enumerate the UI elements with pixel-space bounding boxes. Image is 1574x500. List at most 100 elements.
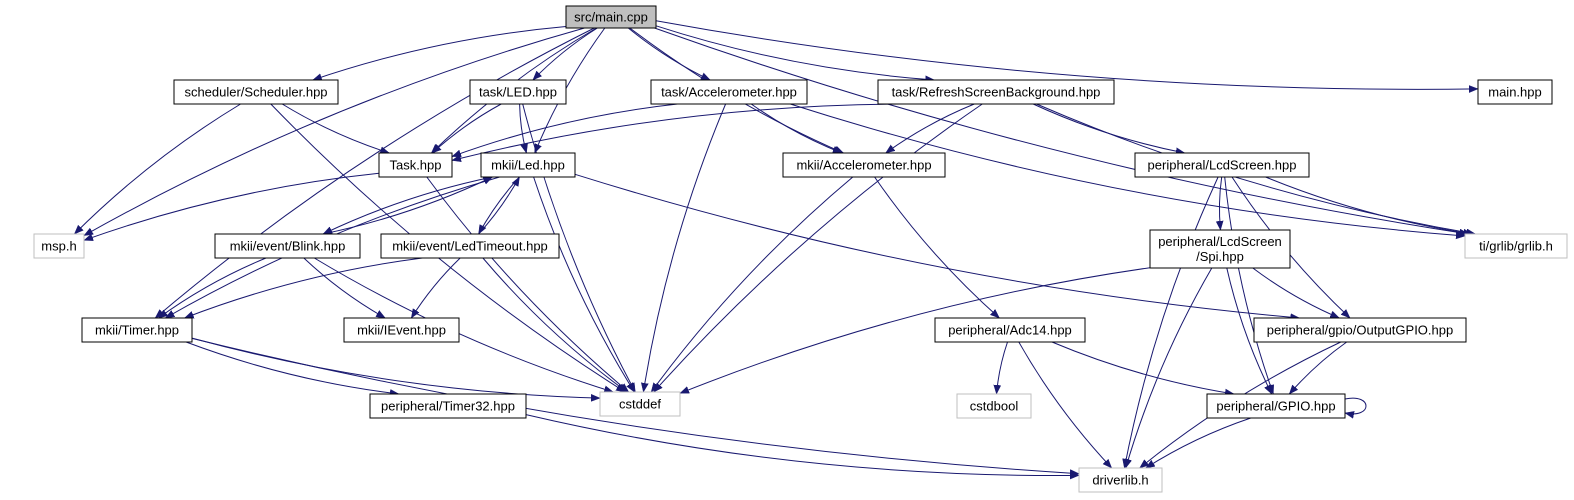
node-box	[1149, 229, 1291, 269]
node-label: peripheral/GPIO.hpp	[1216, 399, 1335, 414]
edge-scheduler-to-cstddef	[270, 103, 625, 393]
edge-main_cpp-to-msp	[84, 27, 585, 237]
node-label: msp.h	[41, 239, 76, 254]
node-box	[650, 79, 808, 105]
node-label: peripheral/LcdScreen	[1158, 234, 1282, 249]
node-label: mkii/Accelerometer.hpp	[796, 158, 931, 173]
edge-task_refresh-to-task_hpp	[452, 103, 901, 160]
node-msp: msp.h	[33, 233, 85, 259]
node-box	[1253, 317, 1467, 343]
node-box	[380, 233, 560, 259]
edge-adc14-to-cstdbool	[997, 341, 1008, 394]
edge-task_led-to-mkii_led	[519, 103, 527, 153]
node-label: src/main.cpp	[574, 10, 648, 25]
edge-scheduler-to-task_hpp	[281, 103, 389, 153]
node-label: mkii/event/Blink.hpp	[230, 239, 346, 254]
node-grlib: ti/grlib/grlib.h	[1464, 233, 1568, 259]
edge-mkii_led-to-ledtimeout	[478, 176, 520, 234]
edge-main_cpp-to-task_accel	[627, 27, 710, 81]
node-mkii_accel[interactable]: mkii/Accelerometer.hpp	[782, 152, 946, 178]
node-gpio[interactable]: peripheral/GPIO.hpp	[1206, 393, 1346, 419]
edge-lcdscreen-to-driverlib	[1124, 176, 1219, 468]
node-label: driverlib.h	[1092, 473, 1148, 488]
node-label: peripheral/gpio/OutputGPIO.hpp	[1267, 323, 1453, 338]
edge-lcdscreen-to-lcdspi	[1219, 176, 1221, 230]
edge-ledtimeout-to-ievent	[410, 257, 461, 318]
edge-task_accel-to-grlib	[790, 103, 1465, 236]
edge-main_cpp-to-main_hpp	[655, 20, 1478, 90]
node-ledtimeout[interactable]: mkii/event/LedTimeout.hpp	[380, 233, 560, 259]
node-blink[interactable]: mkii/event/Blink.hpp	[214, 233, 361, 259]
edge-gpio-to-gpio	[1345, 397, 1367, 414]
node-label: peripheral/Timer32.hpp	[381, 399, 515, 414]
node-label: /Spi.hpp	[1196, 249, 1244, 264]
edge-task_refresh-to-grlib	[1036, 103, 1476, 234]
edge-mkii_led-to-blink	[323, 176, 493, 235]
node-task_refresh[interactable]: task/RefreshScreenBackground.hpp	[877, 79, 1115, 105]
node-timer[interactable]: mkii/Timer.hpp	[81, 317, 193, 343]
node-box	[599, 391, 681, 417]
node-label: main.hpp	[1488, 85, 1541, 100]
node-box	[1206, 393, 1346, 419]
edge-outputgpio-to-gpio	[1289, 341, 1347, 394]
nodes-layer: src/main.cpp scheduler/Scheduler.hpp task/…	[33, 5, 1568, 493]
node-box	[469, 79, 567, 105]
node-task_hpp[interactable]: Task.hpp	[378, 152, 453, 178]
node-scheduler[interactable]: scheduler/Scheduler.hpp	[173, 79, 339, 105]
node-cstddef: cstddef	[599, 391, 681, 417]
node-task_led[interactable]: task/LED.hpp	[469, 79, 567, 105]
node-box	[934, 317, 1086, 343]
node-driverlib: driverlib.h	[1078, 467, 1163, 493]
edge-task_refresh-to-lcdscreen	[1032, 103, 1185, 153]
edge-adc14-to-gpio	[1051, 341, 1234, 394]
node-box	[877, 79, 1115, 105]
edge-main_cpp-to-scheduler	[313, 26, 567, 81]
edge-main_cpp-to-task_refresh	[655, 25, 934, 80]
node-box	[480, 152, 576, 178]
node-lcdscreen[interactable]: peripheral/LcdScreen.hpp	[1134, 152, 1310, 178]
edge-main_cpp-to-task_led	[533, 27, 598, 80]
node-box	[343, 317, 460, 343]
node-ievent[interactable]: mkii/IEvent.hpp	[343, 317, 460, 343]
node-main_hpp[interactable]: main.hpp	[1477, 79, 1553, 105]
node-label: peripheral/Adc14.hpp	[948, 323, 1072, 338]
edge-task_hpp-to-msp	[84, 172, 380, 240]
edge-lcdspi-to-driverlib	[1126, 267, 1213, 468]
node-box	[378, 152, 453, 178]
node-label: cstddef	[619, 397, 661, 412]
node-outputgpio[interactable]: peripheral/gpio/OutputGPIO.hpp	[1253, 317, 1467, 343]
edge-main_cpp-to-grlib	[654, 27, 1469, 234]
edge-main_cpp-to-timer	[155, 27, 595, 318]
node-label: task/Accelerometer.hpp	[661, 85, 797, 100]
node-main_cpp[interactable]: src/main.cpp	[565, 5, 657, 29]
edge-task_led-to-task_hpp	[432, 103, 502, 153]
node-label: task/LED.hpp	[479, 85, 557, 100]
node-box	[1464, 233, 1568, 259]
edge-ledtimeout-to-cstddef	[482, 257, 627, 393]
node-lcdspi[interactable]: peripheral/LcdScreen/Spi.hpp	[1149, 229, 1291, 269]
node-box	[1477, 79, 1553, 105]
node-task_accel[interactable]: task/Accelerometer.hpp	[650, 79, 808, 105]
edge-ledtimeout-to-mkii_led	[478, 177, 520, 235]
edge-timer-to-driverlib	[191, 337, 1079, 473]
edge-mkii_accel-to-cstddef	[650, 176, 854, 392]
node-box	[1078, 467, 1163, 493]
node-box	[81, 317, 193, 343]
edge-task_led-to-cstddef	[522, 103, 636, 392]
node-label: Task.hpp	[389, 158, 441, 173]
edge-timer32-to-driverlib	[525, 414, 1079, 476]
edge-lcdscreen-to-gpio	[1224, 176, 1274, 394]
node-box	[33, 233, 85, 259]
edge-blink-to-timer	[159, 257, 267, 319]
edge-blink-to-mkii_led	[322, 176, 492, 235]
node-label: mkii/Led.hpp	[491, 158, 565, 173]
node-label: mkii/IEvent.hpp	[357, 323, 446, 338]
node-box	[1134, 152, 1310, 178]
node-adc14[interactable]: peripheral/Adc14.hpp	[934, 317, 1086, 343]
edge-adc14-to-driverlib	[1018, 341, 1112, 468]
node-timer32[interactable]: peripheral/Timer32.hpp	[369, 393, 527, 419]
node-box	[565, 5, 657, 29]
node-mkii_led[interactable]: mkii/Led.hpp	[480, 152, 576, 178]
node-box	[214, 233, 361, 259]
node-label: mkii/event/LedTimeout.hpp	[392, 239, 548, 254]
